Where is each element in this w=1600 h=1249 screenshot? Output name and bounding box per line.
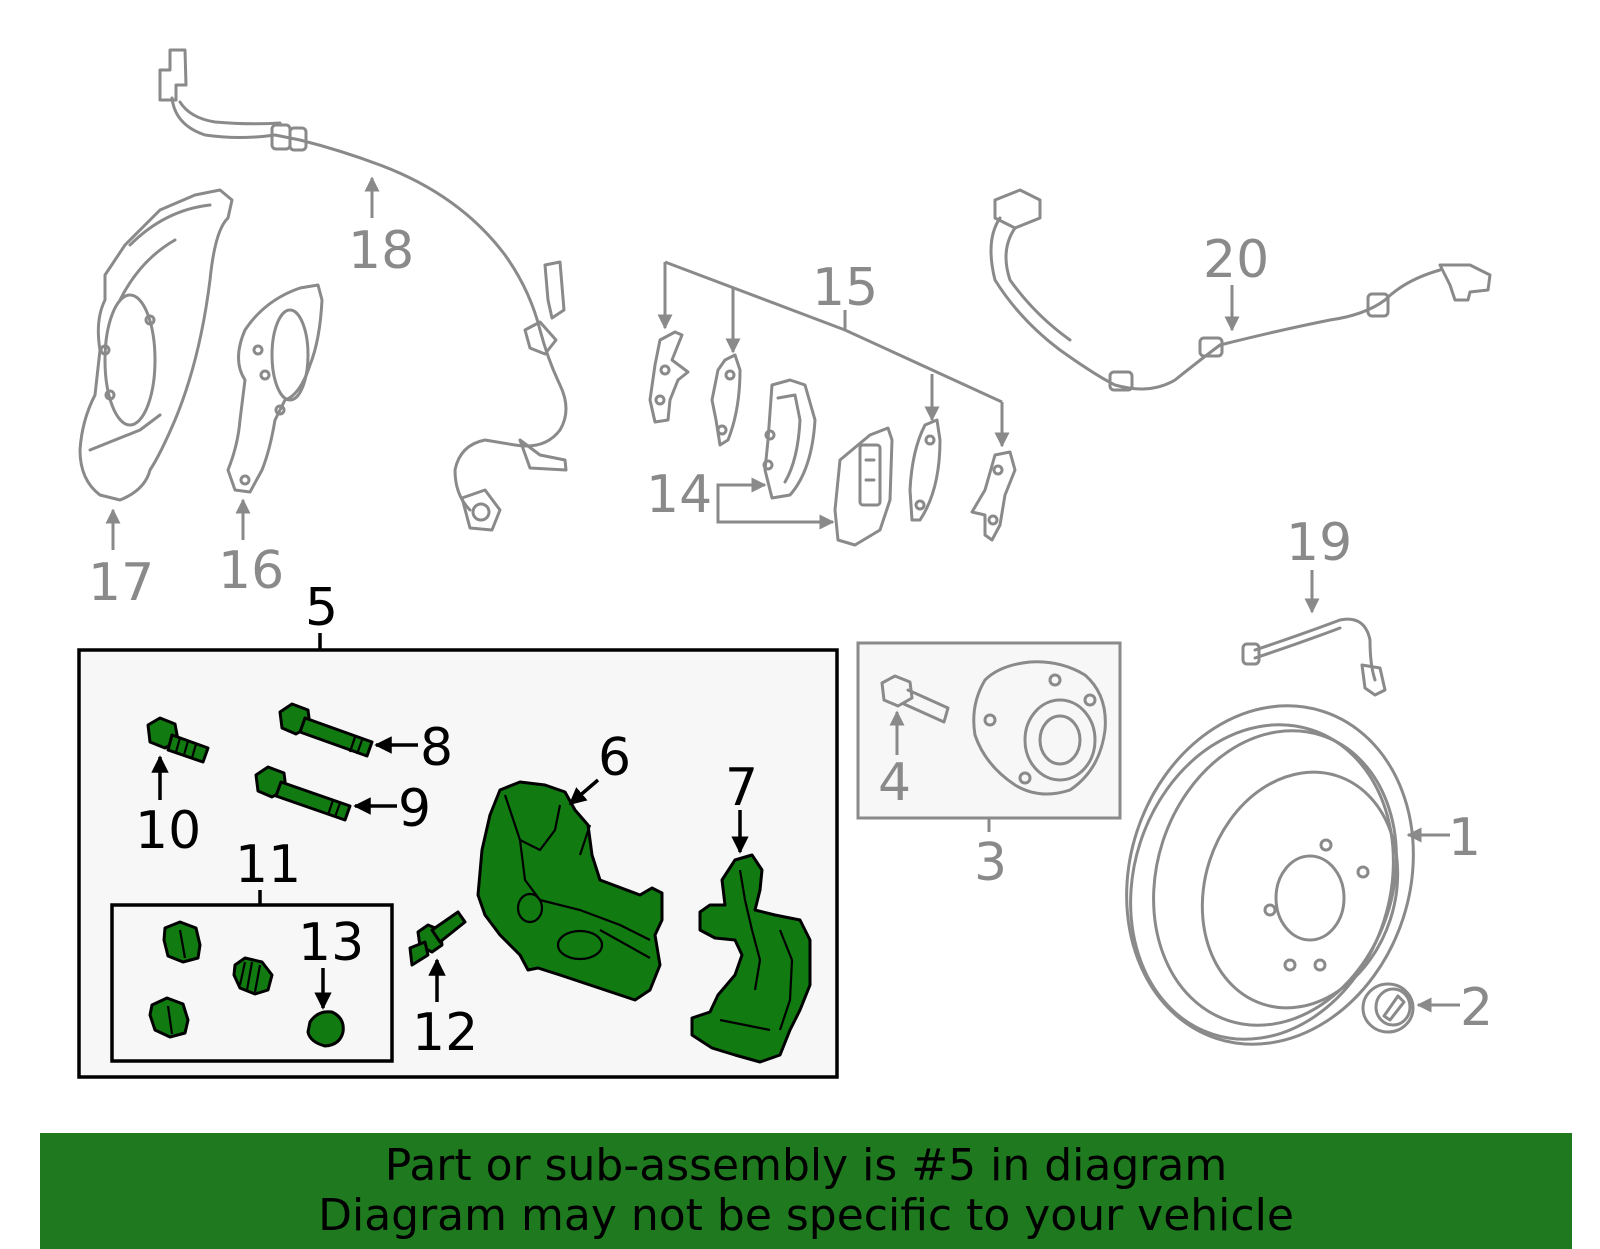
hub-bolt[interactable] [880, 674, 950, 724]
caliper-body[interactable] [476, 780, 664, 1002]
callout-1: 1 [1448, 808, 1481, 868]
abs-wire-rear[interactable] [989, 188, 1492, 392]
seal-kit-parts[interactable] [148, 920, 274, 1039]
guide-pin-8[interactable] [278, 702, 374, 758]
brake-pads[interactable] [762, 378, 894, 547]
callout-19: 19 [1286, 513, 1352, 573]
brake-rotor[interactable] [1084, 668, 1457, 1082]
caliper-bolt-10[interactable] [146, 716, 210, 764]
callout-16: 16 [218, 541, 284, 601]
callout-8: 8 [420, 718, 453, 778]
callout-5: 5 [305, 578, 338, 638]
callout-2: 2 [1460, 978, 1493, 1038]
hub-cap[interactable] [1361, 982, 1415, 1034]
callout-9: 9 [398, 779, 431, 839]
callout-6: 6 [598, 728, 631, 788]
banner-line-2: Diagram may not be specific to your vehi… [318, 1190, 1294, 1241]
callout-12: 12 [412, 1003, 478, 1063]
callout-11: 11 [235, 835, 301, 895]
callout-17: 17 [88, 553, 154, 613]
backing-plate[interactable] [226, 283, 324, 494]
splash-shield[interactable] [78, 188, 234, 502]
callout-7: 7 [725, 758, 758, 818]
callout-3: 3 [974, 833, 1007, 893]
bleeder-cap[interactable] [306, 1010, 345, 1048]
bleeder-screw[interactable] [408, 910, 467, 967]
guide-pin-9[interactable] [254, 765, 352, 822]
info-banner: Part or sub-assembly is #5 in diagram Di… [40, 1133, 1572, 1249]
brake-hose[interactable] [1241, 617, 1387, 697]
caliper-bracket[interactable] [690, 853, 812, 1064]
callout-15: 15 [812, 258, 878, 318]
callout-13: 13 [298, 913, 364, 973]
callout-14: 14 [646, 465, 712, 525]
wheel-hub[interactable] [972, 660, 1107, 796]
callout-4: 4 [878, 753, 911, 813]
callout-18: 18 [348, 221, 414, 281]
callout-20: 20 [1203, 230, 1269, 290]
callout-10: 10 [135, 801, 201, 861]
abs-wire-front[interactable] [158, 48, 568, 532]
pad-hardware-kit[interactable] [648, 330, 1017, 542]
banner-line-1: Part or sub-assembly is #5 in diagram [384, 1140, 1228, 1191]
